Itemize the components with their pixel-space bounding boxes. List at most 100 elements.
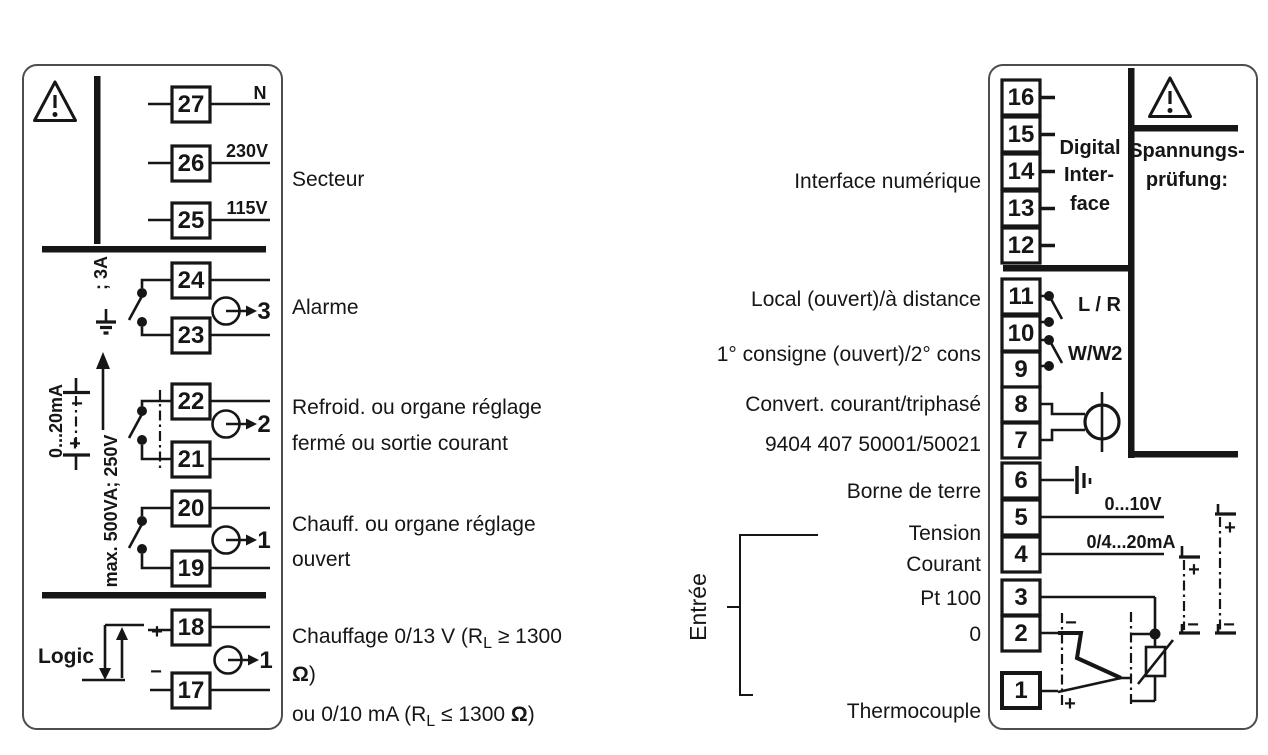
svg-text:1: 1 (1014, 677, 1027, 704)
contact-dot (137, 435, 147, 445)
terminal-3: 3 (1000, 578, 1042, 617)
caption-tension: Tension (909, 522, 981, 545)
output-2-symbol: 2 (211, 409, 271, 439)
svg-text:25: 25 (178, 207, 205, 234)
caption-pt100: Pt 100 (920, 587, 981, 610)
divider-mains (42, 246, 266, 253)
minus-mark: − (1223, 614, 1235, 636)
terminal-23: 23 (170, 316, 212, 355)
tag-0-10v: 0...10V (1104, 494, 1161, 514)
earth-ground-icon (96, 309, 116, 335)
caption-consigne: 1° consigne (ouvert)/2° cons (717, 343, 981, 366)
terminal-26: 26 (170, 144, 212, 183)
caption-convert-line1: Convert. courant/triphasé (745, 393, 981, 416)
svg-text:16: 16 (1008, 84, 1035, 111)
spannung-label-line1: Spannungs- (1129, 140, 1245, 162)
relay-blade (127, 413, 144, 439)
tag-0-4-20ma: 0/4...20mA (1086, 532, 1175, 552)
alarm-wires (140, 278, 270, 337)
plus-mark: + (1188, 559, 1200, 581)
terminal-21: 21 (170, 440, 212, 479)
terminal-14: 14 (1000, 152, 1042, 191)
caption-entree: Entrée (685, 573, 711, 641)
logic-label: Logic (38, 645, 94, 668)
left-terminal-panel: N 230V 115V 27 26 25 (22, 64, 283, 730)
contact-dot (137, 288, 147, 298)
terminal-17: 17 (170, 671, 212, 710)
terminal-2: 2 (1000, 614, 1042, 653)
contact-dot (137, 317, 147, 327)
divider-logic (42, 592, 266, 599)
contact-dot (1044, 335, 1054, 345)
input-section: 0...10V 0/4...20mA − + + − (1000, 494, 1236, 715)
logic-wires (148, 625, 270, 692)
current-source-symbol: − + (63, 378, 90, 470)
terminal-18: 18 (170, 608, 212, 647)
caption-zero: 0 (969, 623, 981, 646)
terminal-5: 5 (1000, 498, 1042, 537)
switch-stubs (1040, 294, 1045, 368)
contact-dot (1044, 317, 1054, 327)
svg-text:9: 9 (1014, 356, 1027, 383)
terminal-20: 20 (170, 489, 212, 528)
svg-text:19: 19 (178, 555, 205, 582)
ratings-column: max. 500VA; 250V 0...20mA − + (46, 352, 121, 587)
terminal-11: 11 (1000, 277, 1042, 316)
svg-text:20: 20 (178, 495, 205, 522)
terminal-22: 22 (170, 382, 212, 421)
current-source-symbol: + − (1179, 546, 1200, 636)
svg-text:18: 18 (178, 614, 205, 641)
digital-label-line3: face (1070, 193, 1110, 215)
minus-mark: − (150, 661, 162, 683)
caption-chauff-line1: Chauff. ou organe réglage (292, 513, 536, 536)
rtd-wires (1131, 632, 1157, 703)
analog-input-wires (1040, 515, 1164, 556)
caption-interface-numerique: Interface numérique (794, 170, 981, 193)
tag-lr: L / R (1078, 294, 1122, 316)
relay-rating-label: max. 500VA; 250V (101, 435, 121, 588)
svg-text:13: 13 (1008, 195, 1035, 222)
output-1-symbol: 1 (211, 525, 271, 555)
voltage-source-symbol: + − (1215, 504, 1236, 636)
digital-label-line1: Digital (1059, 137, 1120, 159)
caption-alarme: Alarme (292, 296, 359, 319)
tag-115v: 115V (226, 198, 267, 218)
contact-dot (137, 544, 147, 554)
current-output-label: 0...20mA (46, 384, 66, 458)
divider-interface (1003, 265, 1129, 272)
svg-text:7: 7 (1014, 427, 1027, 454)
minus-mark: − (1065, 612, 1077, 634)
contact-dot (137, 516, 147, 526)
terminal-10: 10 (1000, 314, 1042, 353)
earth-ground-icon (1075, 466, 1092, 494)
svg-text:27: 27 (178, 91, 205, 118)
contact-dot (1044, 291, 1054, 301)
alarm-section: 3 ; 3A (91, 256, 271, 337)
output-1-number: 1 (257, 527, 270, 554)
svg-text:22: 22 (178, 388, 205, 415)
right-captions: Interface numérique Local (ouvert)/à dis… (685, 170, 981, 723)
cooling-section: 2 22 21 24 23 (127, 261, 271, 479)
interface-stubs (1040, 95, 1055, 248)
terminal-1: 1 (1000, 671, 1042, 710)
ct-wires (1040, 402, 1085, 442)
rtd-resistor-icon (1136, 639, 1175, 685)
left-captions: Secteur Alarme Refroid. ou organe réglag… (292, 168, 562, 730)
svg-text:14: 14 (1008, 158, 1035, 185)
thermocouple-blade (1058, 631, 1122, 680)
terminal-7: 7 (1000, 421, 1042, 460)
mains-bus-bar (94, 76, 101, 244)
minus-mark: − (71, 393, 83, 415)
terminal-19: 19 (170, 549, 212, 588)
plus-mark: + (1064, 693, 1076, 715)
output-2-number: 2 (257, 411, 270, 438)
heating-wires (140, 506, 270, 570)
svg-text:10: 10 (1008, 320, 1035, 347)
warning-icon (1148, 76, 1192, 118)
svg-text:23: 23 (178, 322, 205, 349)
caption-chauffage-note-line2: Ω) (292, 663, 316, 686)
logic-step-icon (82, 623, 144, 682)
terminal-12: 12 (1000, 226, 1042, 265)
output-3-number: 3 (257, 298, 270, 325)
